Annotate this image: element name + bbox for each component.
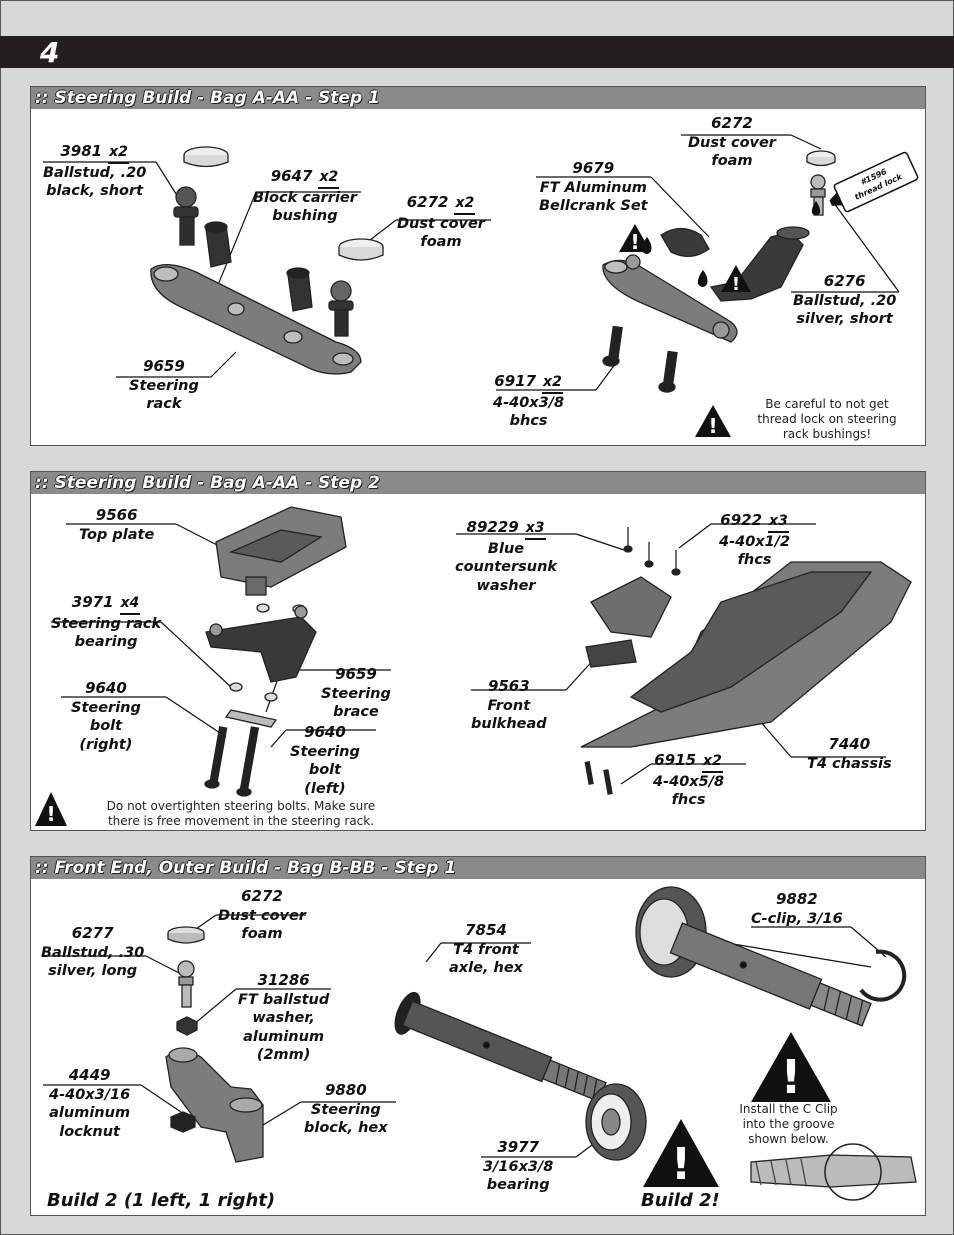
step-number: 4 <box>40 36 60 69</box>
svg-text:!: ! <box>732 274 740 295</box>
warning-icon: ! <box>695 405 731 438</box>
build-quantity-note: Build 2 (1 left, 1 right) <box>47 1190 276 1211</box>
svg-text:!: ! <box>630 230 639 254</box>
svg-text:!: ! <box>46 802 55 826</box>
steering-assembly-illustration: ! <box>35 506 912 826</box>
steering-rack-illustration: #1596 thread lock ! ! ! <box>43 134 919 438</box>
panel-header: :: Steering Build - Bag A-AA - Step 2 <box>31 472 925 494</box>
step-header-bar <box>0 36 954 68</box>
panel-title: :: Front End, Outer Build - Bag B-BB - S… <box>35 858 457 878</box>
panel-steering-step-2: :: Steering Build - Bag A-AA - Step 2 <box>30 471 926 831</box>
warning-icon: ! <box>35 792 67 826</box>
warning-icon: ! <box>619 224 651 254</box>
panel-header: :: Front End, Outer Build - Bag B-BB - S… <box>31 857 925 879</box>
steering-bolts-warning-note: Do not overtighten steering bolts. Make … <box>106 799 376 828</box>
svg-text:!: ! <box>671 1139 691 1190</box>
panel-title: :: Steering Build - Bag A-AA - Step 1 <box>35 88 380 108</box>
panel-front-end-step-1: :: Front End, Outer Build - Bag B-BB - S… <box>30 856 926 1216</box>
panel-header: :: Steering Build - Bag A-AA - Step 1 <box>31 87 925 109</box>
panel-title: :: Steering Build - Bag A-AA - Step 2 <box>35 473 380 493</box>
svg-text:!: ! <box>781 1050 802 1104</box>
warning-icon: ! <box>751 1032 831 1104</box>
build-two-note: Build 2! <box>641 1190 720 1211</box>
warning-icon: ! <box>721 265 751 295</box>
svg-text:!: ! <box>708 414 717 438</box>
warning-icon: ! <box>643 1119 719 1190</box>
panel-steering-step-1: :: Steering Build - Bag A-AA - Step 1 <box>30 86 926 446</box>
front-end-illustration: ! ! <box>43 886 917 1201</box>
